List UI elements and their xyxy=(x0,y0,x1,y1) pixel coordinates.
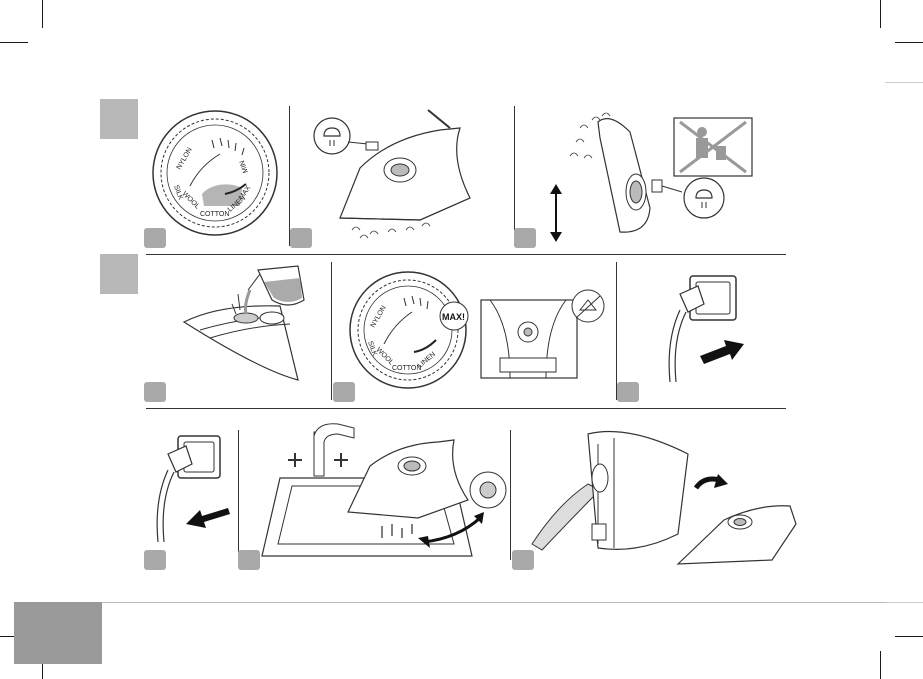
steam-burst-icon xyxy=(695,189,713,199)
plug-in-illustration xyxy=(668,275,744,383)
crop-mark xyxy=(880,0,881,28)
temperature-dial: NYLON SILK WOOL COTTON LINEN MAX MIN xyxy=(152,110,278,236)
self-clean-illustration xyxy=(531,430,797,565)
crop-mark xyxy=(0,42,28,43)
panel-separator xyxy=(510,430,511,560)
dial-label-silk: SILK xyxy=(366,340,378,357)
step-badge xyxy=(144,228,166,248)
step-badge xyxy=(144,550,166,570)
section-tab-1 xyxy=(100,99,138,139)
crop-mark xyxy=(895,636,923,637)
footer-block xyxy=(14,602,102,664)
panel-separator xyxy=(238,430,239,560)
step-badge xyxy=(333,382,355,402)
panel-separator xyxy=(616,262,617,400)
row-separator xyxy=(146,254,786,255)
dial-label-silk: SILK xyxy=(172,184,184,201)
crop-mark xyxy=(42,0,43,28)
steam-burst-icon xyxy=(323,127,341,137)
dial-label-nylon: NYLON xyxy=(370,305,388,329)
step-badge xyxy=(617,382,639,402)
max-dial: MAX! NYLON SILK WOOL COTTON LINEN xyxy=(349,271,469,389)
dial-label-min: MIN xyxy=(239,159,250,173)
max-bubble-text: MAX! xyxy=(442,312,465,322)
emptying-tank-illustration xyxy=(261,423,507,557)
step-badge xyxy=(144,382,166,402)
panel-separator xyxy=(289,106,290,246)
dial-label-wool: WOOL xyxy=(375,346,395,366)
dial-label-nylon: NYLON xyxy=(176,147,194,171)
dial-label-max: MAX xyxy=(238,184,253,201)
vertical-steam-illustration xyxy=(550,112,753,242)
step-badge xyxy=(238,550,260,570)
footer-rule xyxy=(14,602,885,603)
crop-mark xyxy=(42,651,43,679)
dial-label-cotton: COTTON xyxy=(200,211,229,218)
steam-switch-closeup xyxy=(480,289,605,379)
crop-mark xyxy=(895,42,923,43)
no-steam-icon xyxy=(578,299,598,311)
dial-label-wool: WOOL xyxy=(181,190,201,210)
step-badge xyxy=(512,550,534,570)
step-badge xyxy=(290,228,312,248)
filling-water-illustration xyxy=(182,265,305,381)
dial-label-linen: LINEN xyxy=(417,351,437,370)
dial-label-cotton: COTTON xyxy=(392,365,421,372)
unplug-illustration xyxy=(156,435,230,543)
edge-mark xyxy=(885,82,923,83)
edge-mark xyxy=(885,602,923,603)
panel-separator xyxy=(514,106,515,246)
section-tab-2 xyxy=(100,254,138,294)
step-badge xyxy=(514,228,536,248)
row-separator xyxy=(146,408,786,409)
crop-mark xyxy=(880,651,881,679)
iron-steam-illustration xyxy=(313,109,471,239)
panel-separator xyxy=(331,262,332,400)
